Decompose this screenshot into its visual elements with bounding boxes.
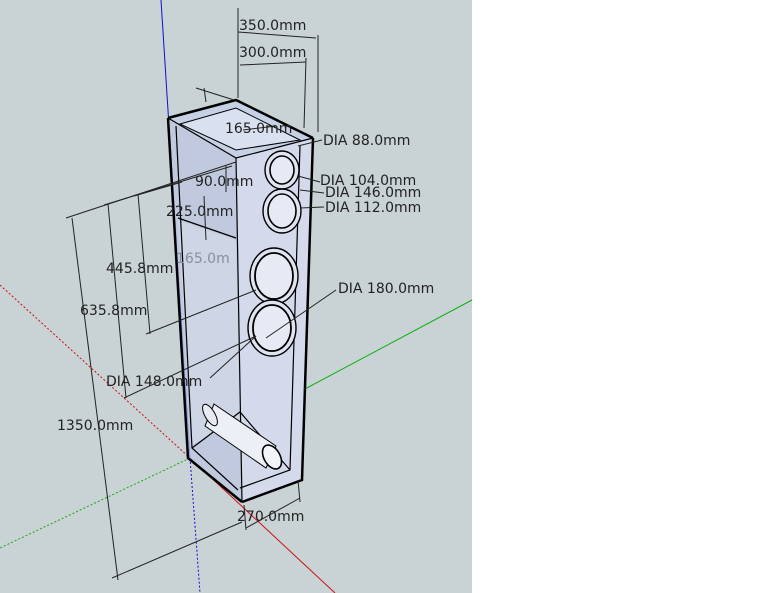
3d-viewport[interactable]: 350.0mm 300.0mm 165.0mm DIA 88.0mm 90.0m… [0,0,472,593]
inner-top-opening [178,107,302,151]
dia-mid-inner: DIA 112.0mm [325,200,421,216]
cabinet-left-edge [166,117,243,503]
midrange-inner [267,193,297,229]
dim-offset-90: 90.0mm [195,174,253,190]
dim-height-445: 445.8mm [106,261,173,277]
dia-tweeter-outer: DIA 88.0mm [323,133,410,149]
green-axis [302,299,472,391]
dia-woofer-inner: DIA 148.0mm [106,374,202,390]
dia-tweeter-inner: DIA 104.0mm [320,173,416,189]
bass-port-back [202,403,218,427]
dim-height-635: 635.8mm [80,303,147,319]
inner-chamber [178,220,240,445]
woofer-upper-inner [254,252,294,300]
cabinet-front-top-edge [167,117,314,159]
dim-width-300: 300.0mm [239,45,306,61]
dia-woofer-outer: DIA 180.0mm [338,281,434,297]
dim-offset-225: 225.0mm [166,204,233,220]
green-axis-hidden [0,457,191,549]
red-axis-hidden [0,284,191,459]
woofer-lower-inner [252,304,292,352]
cabinet-top-edge [167,98,314,140]
dimension-lines [65,8,337,581]
tweeter-inner [269,155,295,185]
ghost-dimension: 165.0m [176,251,230,267]
dia-mid-outer: DIA 146.0mm [325,185,421,201]
blue-axis-hidden [189,457,201,593]
dim-depth-270: 270.0mm [237,509,304,525]
dim-width-350: 350.0mm [239,18,306,34]
bass-port-mouth [261,444,283,470]
dim-height-1350: 1350.0mm [57,418,133,434]
dim-depth-165: 165.0mm [225,121,292,137]
inner-divider [177,217,237,239]
cabinet-right-edge [241,137,315,504]
speaker-model: 350.0mm 300.0mm 165.0mm DIA 88.0mm 90.0m… [0,0,472,593]
